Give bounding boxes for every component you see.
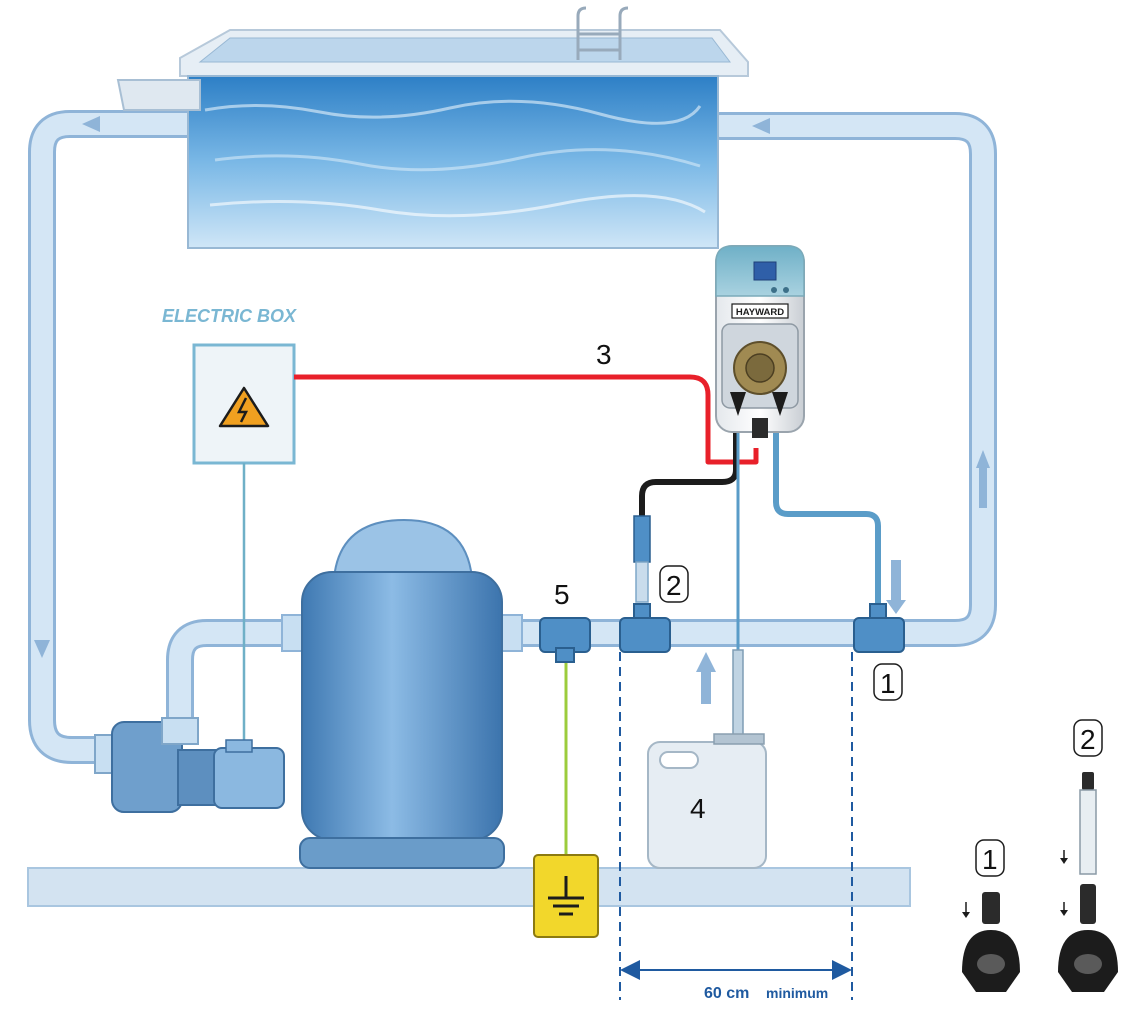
detail-label-1: 1	[982, 844, 998, 875]
ground-symbol-icon	[548, 876, 584, 916]
fitting-tee-1	[853, 603, 905, 653]
label-1-badge: 1	[873, 663, 903, 701]
fitting-tee-5	[539, 617, 591, 663]
label-5: 5	[554, 579, 570, 610]
filter-tank	[281, 518, 523, 869]
detail-label-2: 2	[1080, 724, 1096, 755]
label-4: 4	[690, 793, 706, 824]
fitting-tee-2	[619, 603, 671, 653]
dosing-pump: HAYWARD	[715, 245, 805, 438]
distance-note: minimum	[766, 985, 828, 1001]
circulation-pipe	[28, 110, 997, 764]
detail-injection-fitting: 1	[962, 839, 1020, 992]
label-3: 3	[596, 339, 612, 370]
injection-cable	[633, 430, 739, 603]
label-2: 2	[666, 570, 682, 601]
label-2-badge: 2	[659, 565, 689, 603]
swimming-pool	[116, 6, 749, 249]
power-cable	[294, 374, 759, 465]
dimension-guides	[619, 652, 853, 1000]
brand-text: HAYWARD	[736, 307, 784, 318]
circulation-pump	[94, 717, 285, 813]
chemical-canister	[647, 733, 767, 869]
detail-injection-probe: 2	[1058, 719, 1118, 992]
distance-value: 60 cm	[704, 985, 749, 1002]
electric-box: ELECTRIC BOX	[162, 306, 297, 750]
brand-label	[731, 303, 789, 319]
pool-ladder	[576, 6, 629, 60]
electric-warning-icon	[218, 386, 270, 428]
flow-arrow-icon	[34, 116, 990, 704]
label-1: 1	[880, 668, 896, 699]
injection-tube	[773, 424, 881, 610]
ground-terminal	[533, 854, 599, 938]
electric-box-label: ELECTRIC BOX	[162, 306, 297, 326]
floor-slab	[27, 867, 911, 907]
